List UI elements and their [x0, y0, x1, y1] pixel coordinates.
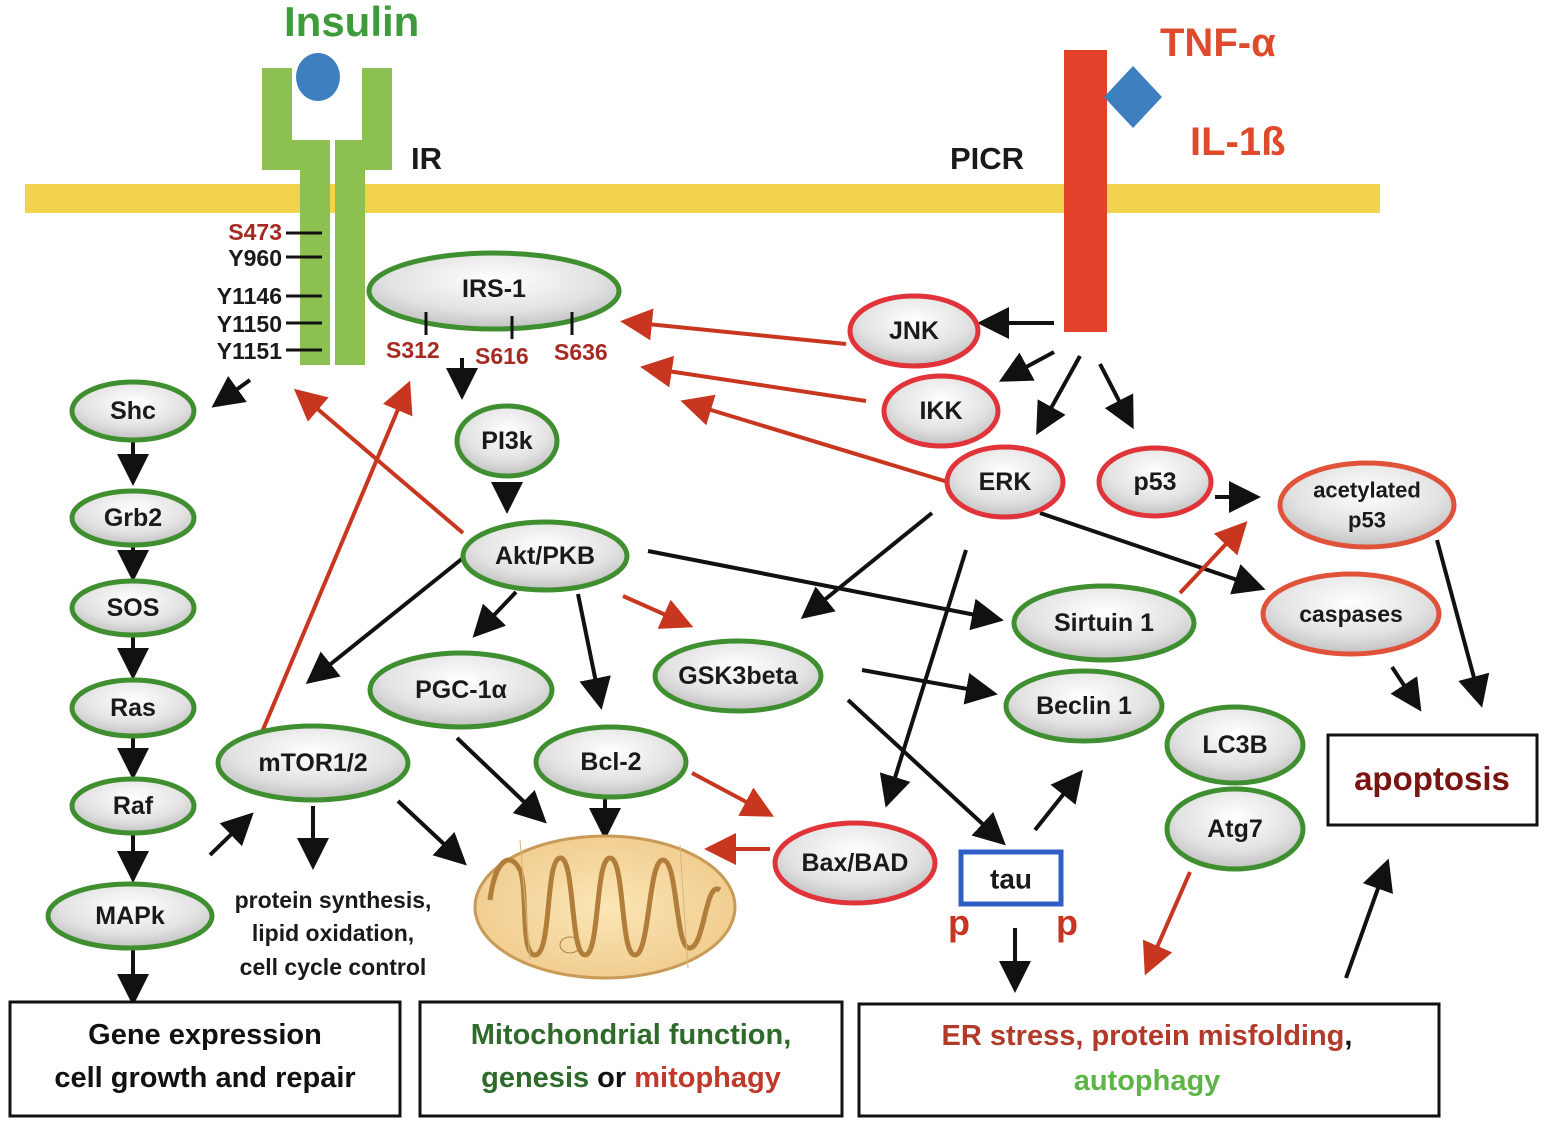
acetylated-p53-label-line1: acetylated — [1313, 478, 1421, 503]
insulin-label: Insulin — [284, 0, 419, 45]
il1-beta-label: IL-1ß — [1190, 120, 1286, 164]
akt-label: Akt/PKB — [495, 542, 595, 570]
gene-expression-line1: Gene expression — [88, 1019, 322, 1051]
ir-site-y960: Y960 — [228, 245, 282, 271]
beclin1-node — [1003, 668, 1165, 744]
shc-label: Shc — [110, 397, 156, 425]
ikk-label: IKK — [919, 397, 962, 425]
mtor-output-line3: cell cycle control — [240, 954, 427, 980]
cytokine-ligand — [1104, 66, 1162, 128]
picr-receptor — [1064, 50, 1107, 332]
apoptosis-box — [1326, 733, 1539, 827]
atg7-label: Atg7 — [1207, 815, 1263, 843]
erk-label: ERK — [979, 468, 1032, 496]
tau-phospho-right: p — [1056, 902, 1078, 943]
irs1-node — [366, 250, 622, 332]
er-autophagy-text: autophagy — [1074, 1065, 1221, 1097]
pi3k-node — [454, 403, 560, 479]
raf-label: Raf — [113, 792, 154, 820]
mtor-node — [215, 723, 411, 803]
tau-label: tau — [990, 864, 1032, 895]
atg7-node — [1164, 786, 1306, 872]
insulin-receptor — [262, 68, 392, 365]
irs1-label: IRS-1 — [462, 275, 526, 303]
sos-label: SOS — [107, 594, 160, 622]
jnk-label: JNK — [889, 317, 939, 345]
mitochondrial-function-box — [418, 1000, 844, 1118]
bax-bad-node — [772, 820, 938, 906]
acetylated-p53-node — [1277, 460, 1457, 550]
pgc1a-label: PGC-1α — [415, 676, 507, 704]
gene-expression-box — [8, 1000, 402, 1118]
mito-or: or — [589, 1062, 634, 1094]
ikk-node — [881, 373, 1001, 449]
erk-node — [944, 444, 1066, 520]
grb2-label: Grb2 — [104, 504, 162, 532]
pi3k-label: PI3k — [481, 427, 533, 455]
ir-label: IR — [411, 141, 442, 176]
lc3b-node — [1164, 704, 1306, 786]
pgc1a-node — [367, 650, 555, 730]
acetylated-p53-label-line2: p53 — [1348, 508, 1386, 533]
ir-site-y1146: Y1146 — [217, 283, 282, 309]
shc-node — [69, 379, 197, 443]
sos-node — [69, 578, 197, 638]
mito-line1: Mitochondrial function, — [471, 1019, 792, 1051]
lc3b-label: LC3B — [1202, 731, 1267, 759]
p53-node — [1096, 445, 1214, 519]
insulin-ligand — [296, 53, 340, 101]
p53-label: p53 — [1133, 468, 1176, 496]
sirtuin1-node — [1011, 583, 1197, 663]
mitochondrion-illustration — [473, 834, 737, 980]
caspases-node — [1260, 571, 1442, 657]
mtor-label: mTOR1/2 — [258, 749, 367, 777]
mito-mitophagy: mitophagy — [634, 1062, 781, 1094]
ir-site-s473: S473 — [228, 219, 282, 245]
caspases-label: caspases — [1299, 601, 1403, 627]
sirtuin1-label: Sirtuin 1 — [1054, 609, 1154, 637]
mapk-node — [45, 881, 215, 951]
mtor-output-line1: protein synthesis, — [235, 887, 432, 913]
mito-genesis: genesis — [481, 1062, 589, 1094]
cell-membrane — [25, 184, 1380, 213]
raf-node — [69, 776, 197, 836]
mtor-output-line2: lipid oxidation, — [252, 920, 414, 946]
red-arrows — [260, 308, 1248, 976]
irs1-phospho-sites — [424, 312, 574, 339]
picr-label: PICR — [950, 141, 1024, 176]
ir-site-y1151: Y1151 — [217, 338, 282, 364]
gsk3beta-label: GSK3beta — [678, 662, 799, 690]
apoptosis-label: apoptosis — [1354, 760, 1510, 797]
irs1-site-s636: S636 — [554, 339, 608, 365]
tnf-alpha-label: TNF-α — [1160, 21, 1276, 65]
er-line1: ER stress, protein misfolding, — [942, 1020, 1353, 1052]
mito-line2: genesis or mitophagy — [481, 1062, 781, 1094]
tau-phospho-left: p — [948, 902, 970, 943]
black-arrows — [117, 307, 1490, 1006]
grb2-node — [69, 488, 197, 548]
akt-node — [460, 519, 630, 593]
gsk3beta-node — [652, 638, 824, 714]
ir-site-y1150: Y1150 — [217, 311, 282, 337]
mapk-label: MAPk — [95, 902, 165, 930]
jnk-node — [847, 293, 981, 369]
er-stress-text: ER stress, protein misfolding — [942, 1020, 1345, 1052]
irs1-site-s616: S616 — [475, 343, 529, 369]
er-comma: , — [1344, 1020, 1352, 1052]
bcl2-label: Bcl-2 — [580, 748, 641, 776]
beclin1-label: Beclin 1 — [1036, 692, 1132, 720]
gene-expression-line2: cell growth and repair — [54, 1062, 355, 1094]
ras-label: Ras — [110, 694, 156, 722]
tau-box — [958, 849, 1064, 907]
irs1-site-s312: S312 — [386, 337, 440, 363]
bcl2-node — [533, 724, 689, 800]
er-stress-box — [857, 1002, 1441, 1118]
ras-node — [69, 677, 197, 739]
bax-bad-label: Bax/BAD — [802, 849, 909, 877]
ir-phospho-sites — [286, 231, 322, 352]
